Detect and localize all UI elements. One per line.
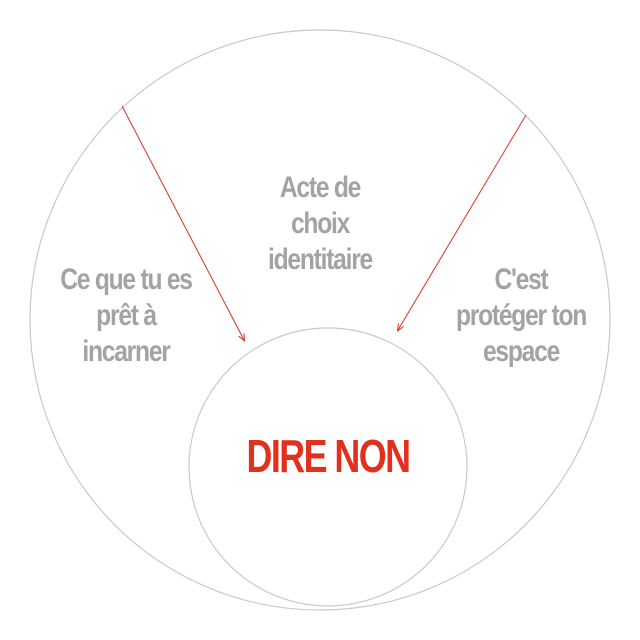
outer-ring [29,29,611,611]
left-segment-label: Ce que tu es prêt à incarner [60,263,193,368]
right-divider-line [398,114,527,330]
top-segment-label: Acte de choix identitaire [267,171,373,276]
right-segment-label: C'est protéger ton espace [455,263,587,368]
inner-circle [188,327,468,607]
left-divider-line [121,105,244,340]
center-label: DIRE NON [246,430,412,482]
